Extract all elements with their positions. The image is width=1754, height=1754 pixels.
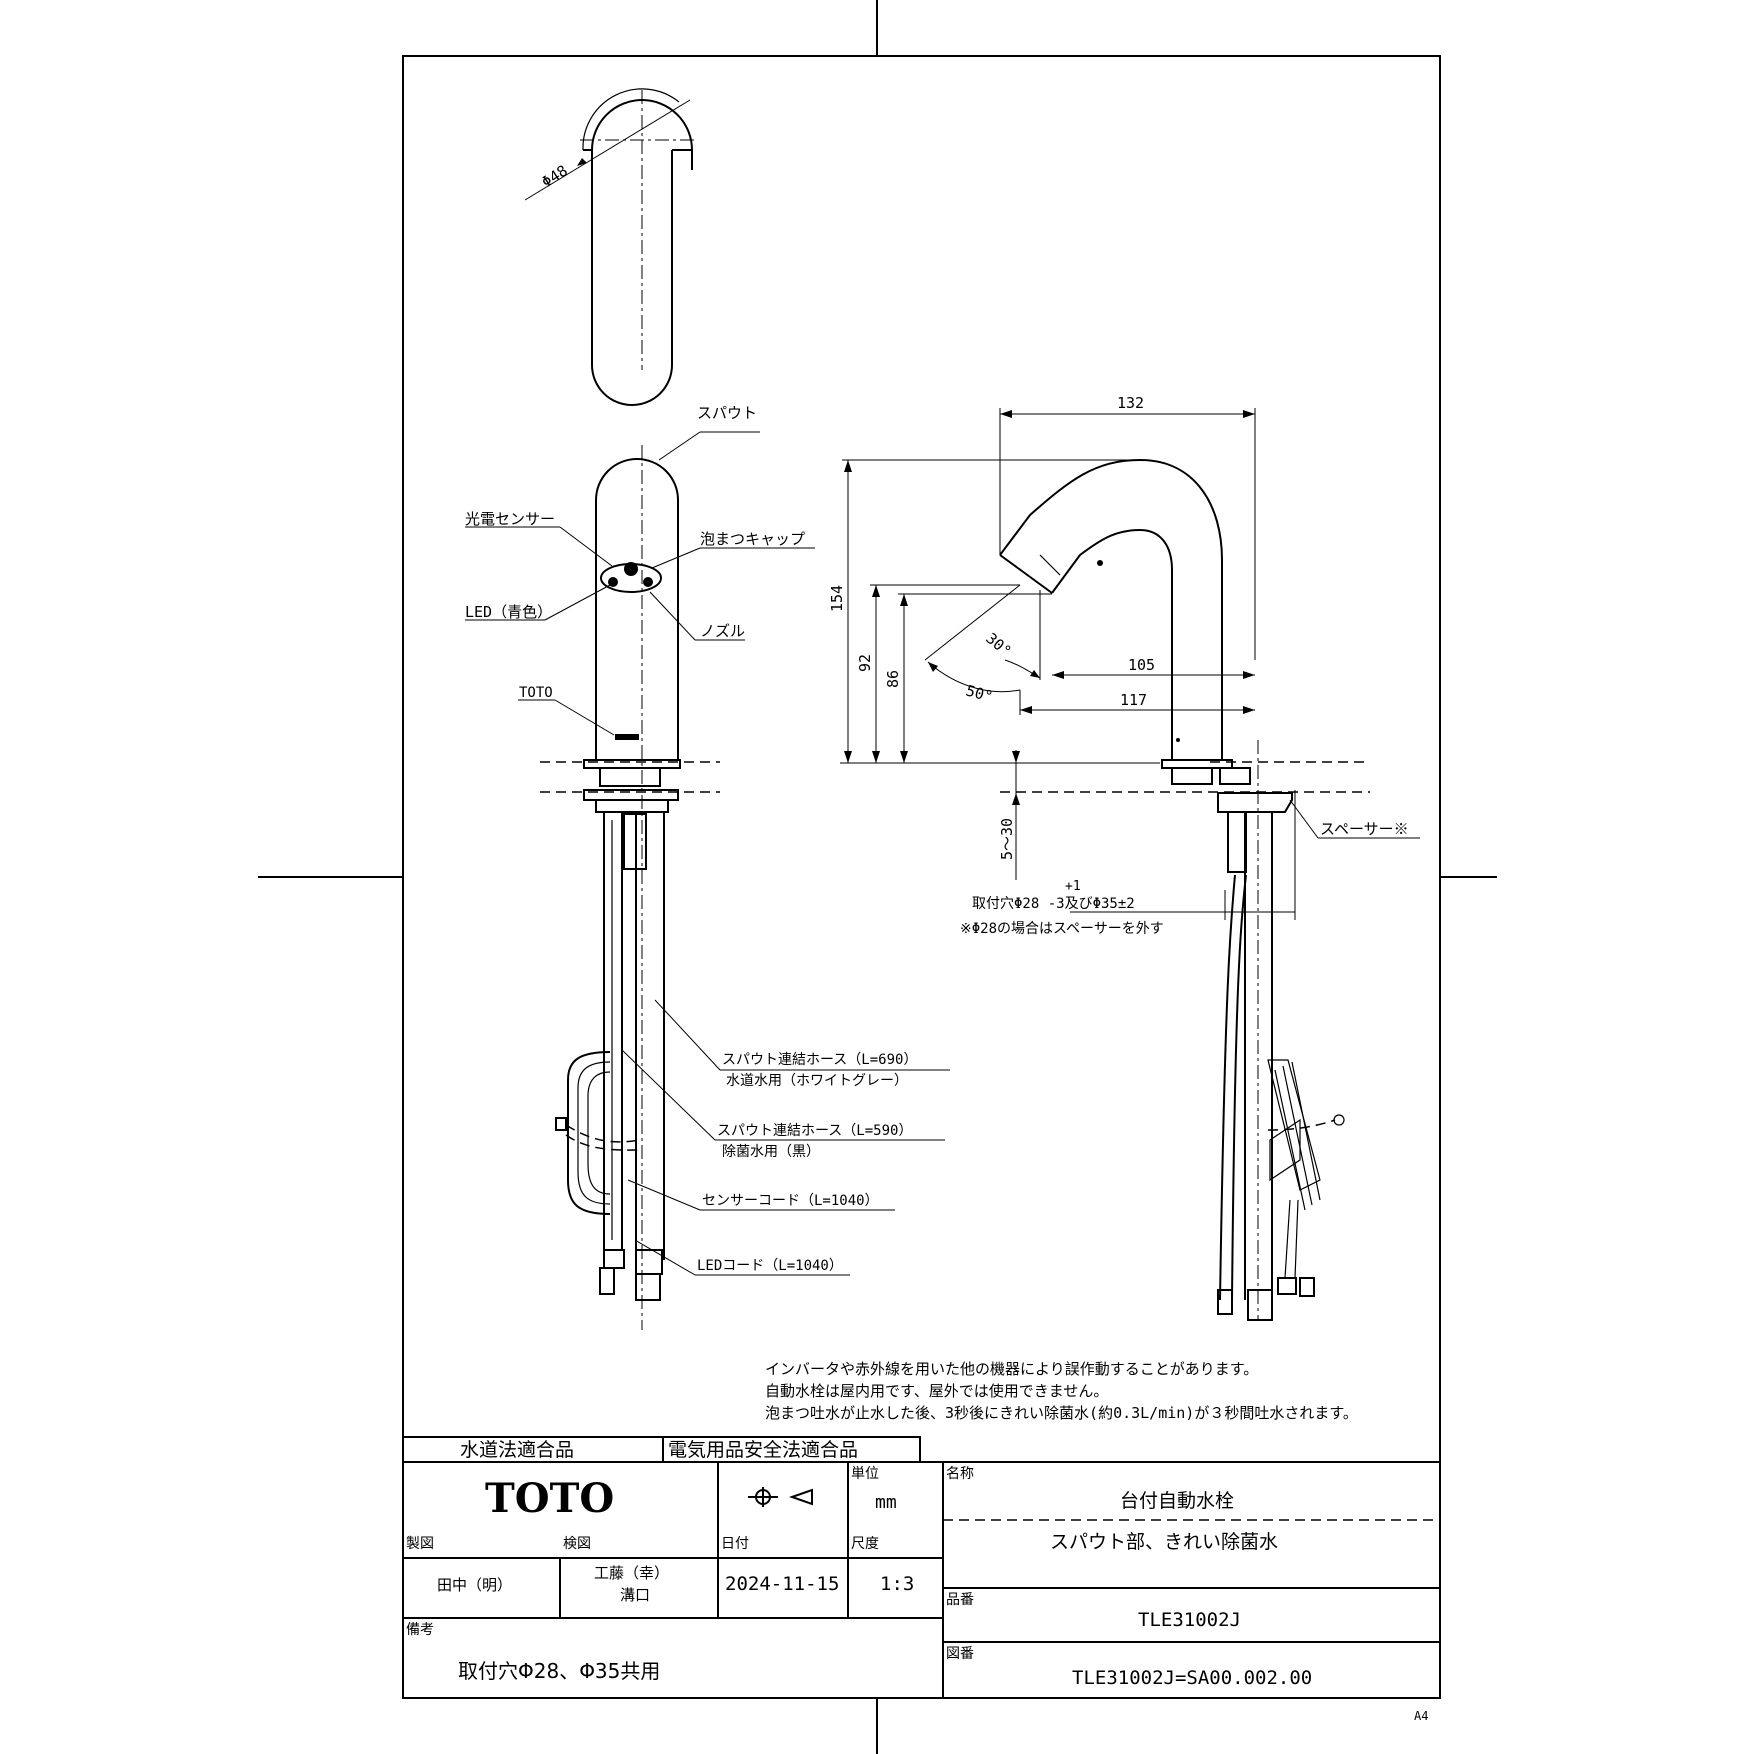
front-view — [555, 445, 681, 1330]
scale-label: 尺度 — [851, 1536, 879, 1552]
angle-50: 50° — [964, 681, 995, 705]
sheet-border — [402, 55, 1441, 1699]
hole-spec: 取付穴Φ28 -3及びΦ35±2 — [972, 896, 1135, 912]
checked-label: 検図 — [563, 1536, 591, 1552]
name-label: 名称 — [946, 1466, 974, 1482]
remarks-label: 備考 — [406, 1622, 434, 1638]
paper-size: A4 — [1414, 1709, 1428, 1723]
part-number: TLE31002J — [1138, 1609, 1241, 1631]
hole-note: ※Φ28の場合はスペーサーを外す — [960, 921, 1164, 937]
date-label: 日付 — [721, 1536, 749, 1552]
cert-water: 水道法適合品 — [460, 1439, 574, 1461]
dim-117: 117 — [1120, 691, 1147, 709]
top-diameter: Φ48 — [538, 162, 571, 192]
label-led: LED（青色） — [465, 603, 552, 621]
brand-logo: TOTO — [485, 1475, 614, 1522]
label-hose-590-note: 除菌水用（黒） — [722, 1144, 820, 1160]
date-value: 2024-11-15 — [725, 1573, 839, 1595]
front-leaders — [465, 431, 950, 1276]
drawn-label: 製図 — [406, 1536, 434, 1552]
unit-label: 単位 — [851, 1466, 879, 1482]
label-hose-690-note: 水道水用（ホワイトグレー） — [726, 1073, 908, 1089]
dim-154: 154 — [828, 585, 846, 612]
part-label: 品番 — [946, 1592, 974, 1608]
drawing-label: 図番 — [946, 1646, 974, 1662]
scale-value: 1:3 — [880, 1573, 914, 1595]
hole-tolerance: +1 — [1065, 879, 1081, 894]
note-2: 自動水栓は屋内用です、屋外では使用できません。 — [765, 1382, 1108, 1400]
angle-30: 30° — [982, 629, 1014, 660]
label-hose-690: スパウト連結ホース（L=690） — [722, 1052, 917, 1068]
label-spacer: スペーサー※ — [1320, 820, 1409, 838]
label-foam-cap: 泡まつキャップ — [700, 530, 805, 548]
note-3: 泡まつ吐水が止水した後、3秒後にきれい除菌水(約0.3L/min)が３秒間吐水さ… — [765, 1404, 1358, 1422]
checked-by-2: 溝口 — [620, 1586, 650, 1604]
drawing-number: TLE31002J=SA00.002.00 — [1072, 1667, 1312, 1689]
side-dimensions — [840, 408, 1420, 920]
drawn-by: 田中（明） — [437, 1576, 512, 1594]
title-block — [402, 1436, 1440, 1698]
label-photo-sensor: 光電センサー — [465, 510, 555, 528]
checked-by-1: 工藤（幸） — [594, 1564, 669, 1582]
label-led-cord: LEDコード（L=1040） — [697, 1258, 843, 1274]
note-1: インバータや赤外線を用いた他の機器により誤作動することがあります。 — [765, 1360, 1258, 1378]
label-toto: TOTO — [519, 685, 553, 701]
dim-5-30: 5～30 — [998, 818, 1016, 860]
label-hose-590: スパウト連結ホース（L=590） — [717, 1123, 912, 1139]
label-sensor-cord: センサーコード（L=1040） — [702, 1193, 879, 1209]
label-spout: スパウト — [697, 404, 757, 422]
remarks-value: 取付穴Φ28、Φ35共用 — [458, 1659, 660, 1683]
dim-132: 132 — [1117, 394, 1144, 412]
top-view: Φ48 — [524, 88, 695, 406]
dim-86: 86 — [884, 670, 902, 688]
side-view — [999, 458, 1345, 1321]
label-nozzle: ノズル — [700, 622, 745, 640]
product-subname: スパウト部、きれい除菌水 — [1050, 1531, 1278, 1553]
dim-92: 92 — [856, 654, 874, 672]
unit-value: mm — [875, 1492, 897, 1513]
product-name: 台付自動水栓 — [1120, 1490, 1234, 1512]
cert-electrical: 電気用品安全法適合品 — [668, 1439, 858, 1461]
dim-105: 105 — [1128, 656, 1155, 674]
